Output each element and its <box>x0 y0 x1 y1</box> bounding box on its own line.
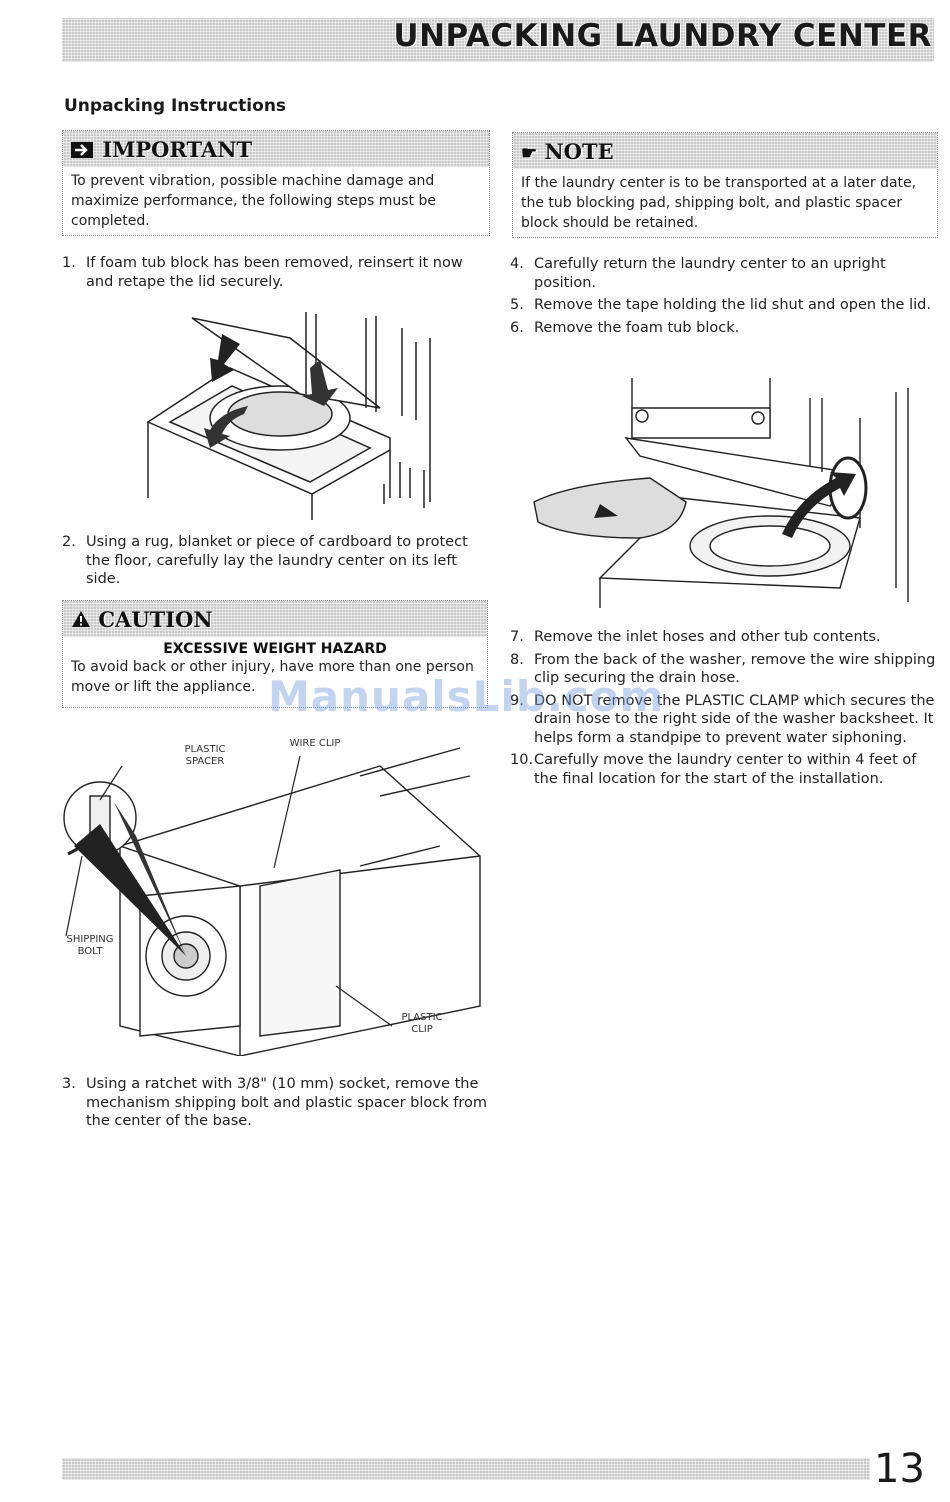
section-heading: Unpacking Instructions <box>64 96 287 116</box>
page-number: 13 <box>874 1446 925 1492</box>
note-box: ☛ NOTE If the laundry center is to be tr… <box>512 132 938 238</box>
note-label: ☛ NOTE <box>521 139 614 164</box>
step-list-7: 7.Remove the inlet hoses and other tub c… <box>510 628 936 792</box>
step-list-1: 1.If foam tub block has been removed, re… <box>62 254 482 295</box>
step-8: 8.From the back of the washer, remove th… <box>510 651 936 687</box>
caution-subheading: EXCESSIVE WEIGHT HAZARD <box>163 641 387 657</box>
important-label: IMPORTANT <box>71 137 252 162</box>
step-list-4: 4.Carefully return the laundry center to… <box>510 255 936 341</box>
watermark: ManualsLib.com <box>268 672 665 721</box>
important-text: To prevent vibration, possible machine d… <box>71 173 436 229</box>
caution-text: To avoid back or other injury, have more… <box>71 659 474 695</box>
figure-shipping-bolt: PLASTIC SPACER WIRE CLIP SHIPPING BOLT P… <box>60 736 486 1056</box>
step-3: 3.Using a ratchet with 3/8" (10 mm) sock… <box>62 1076 488 1129</box>
label-wire-clip: WIRE CLIP <box>289 738 341 749</box>
step-5: 5.Remove the tape holding the lid shut a… <box>510 297 931 313</box>
title-band <box>62 18 934 62</box>
step-list-2: 2.Using a rug, blanket or piece of cardb… <box>62 533 482 593</box>
step-1: 1.If foam tub block has been removed, re… <box>62 255 463 290</box>
figure-tub-block <box>140 298 440 526</box>
caution-box: CAUTION EXCESSIVE WEIGHT HAZARD To avoid… <box>62 600 488 708</box>
step-9: 9.DO NOT remove the PLASTIC CLAMP which … <box>510 692 935 746</box>
label-plastic-spacer: PLASTIC SPACER <box>184 744 226 767</box>
step-4: 4.Carefully return the laundry center to… <box>510 256 886 291</box>
important-box-header: IMPORTANT <box>63 131 489 167</box>
step-2: 2.Using a rug, blanket or piece of cardb… <box>62 534 468 587</box>
pointing-hand-icon: ☛ <box>521 143 538 164</box>
label-shipping-bolt: SHIPPING BOLT <box>66 934 114 957</box>
warning-triangle-icon <box>71 608 91 627</box>
step-10: 10.Carefully move the laundry center to … <box>510 752 917 787</box>
arrow-right-icon <box>71 142 93 158</box>
note-box-header: ☛ NOTE <box>513 133 937 169</box>
step-7: 7.Remove the inlet hoses and other tub c… <box>510 629 881 645</box>
figure-open-lid <box>530 378 920 610</box>
caution-box-header: CAUTION <box>63 601 487 637</box>
step-list-3: 3.Using a ratchet with 3/8" (10 mm) sock… <box>62 1075 488 1135</box>
caution-label: CAUTION <box>71 607 213 632</box>
important-box: IMPORTANT To prevent vibration, possible… <box>62 130 490 236</box>
note-text: If the laundry center is to be transport… <box>521 175 917 231</box>
footer-band <box>62 1458 870 1480</box>
label-plastic-clip: PLASTIC CLIP <box>401 1012 443 1035</box>
step-6: 6.Remove the foam tub block. <box>510 319 740 336</box>
page-title: UNPACKING LAUNDRY CENTER <box>393 18 932 54</box>
